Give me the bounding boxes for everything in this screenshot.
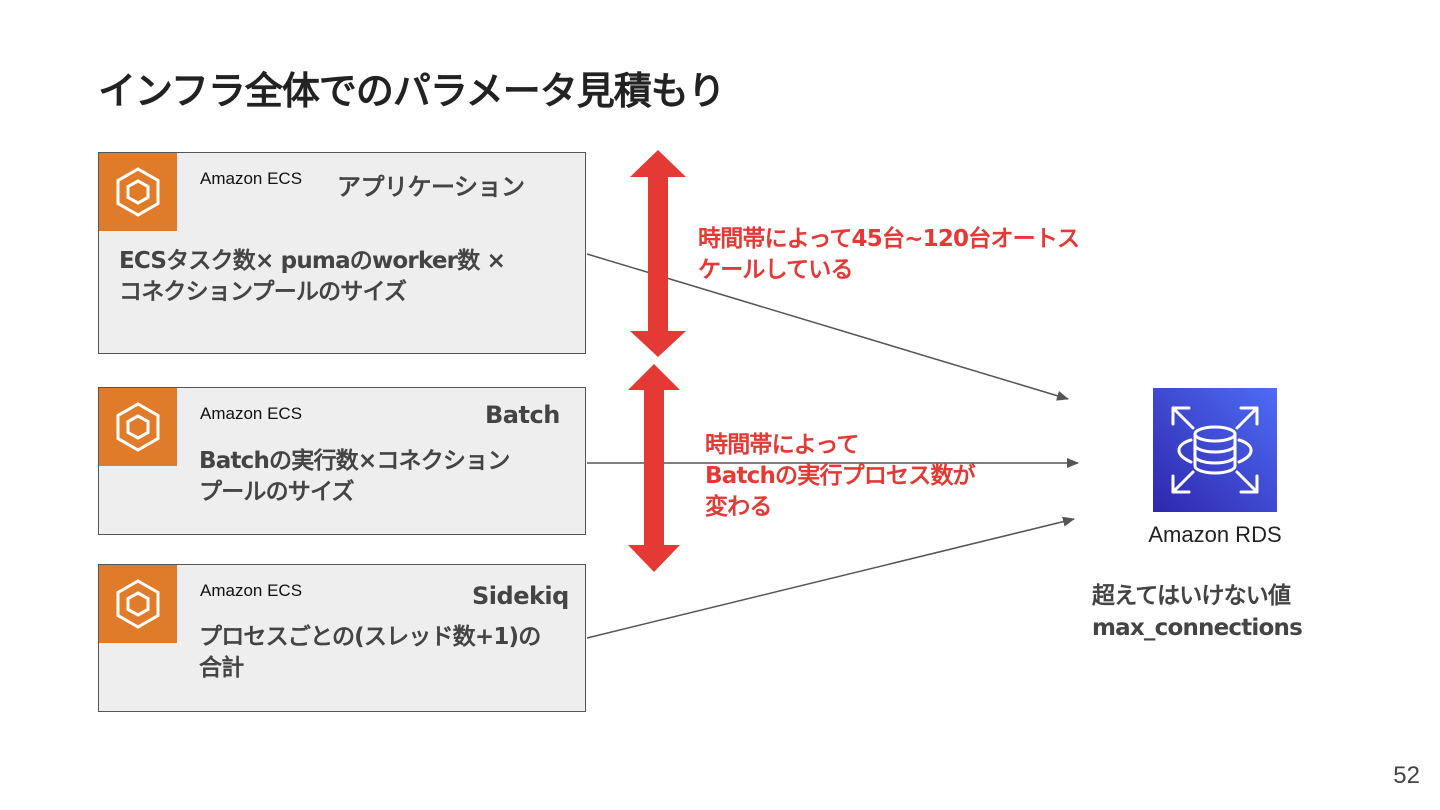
note-line: Batchの実行プロセス数が — [705, 463, 976, 489]
ecs-icon — [99, 388, 177, 466]
description-line: Batchの実行数×コネクション — [199, 448, 510, 474]
autoscale-note: 時間帯によって45台~120台オートス ケールしている — [698, 224, 1080, 286]
service-box-batch: Amazon ECS Batch Batchの実行数×コネクション プールのサイ… — [98, 387, 586, 535]
box-description: プロセスごとの(スレッド数+1)の 合計 — [199, 622, 541, 684]
description-line: ECSタスク数× pumaのworker数 × — [119, 248, 506, 274]
page-number: 52 — [1393, 762, 1420, 789]
rds-icon — [1153, 388, 1277, 512]
double-arrow-batch — [628, 364, 680, 572]
slide-title: インフラ全体でのパラメータ見積もり — [98, 69, 726, 113]
note-line: 変わる — [705, 494, 772, 520]
description-line: プールのサイズ — [199, 479, 355, 505]
ecs-icon — [99, 565, 177, 643]
box-description: Batchの実行数×コネクション プールのサイズ — [199, 446, 510, 508]
service-label: Amazon ECS — [200, 581, 303, 600]
limit-line: max_connections — [1092, 615, 1303, 641]
double-arrow-app — [630, 150, 686, 357]
note-line: 時間帯によって — [705, 432, 859, 458]
box-description: ECSタスク数× pumaのworker数 × コネクションプールのサイズ — [119, 246, 506, 308]
description-line: 合計 — [199, 655, 244, 681]
service-label: Amazon ECS — [200, 404, 303, 423]
description-line: プロセスごとの(スレッド数+1)の — [199, 624, 541, 650]
ecs-icon — [99, 153, 177, 231]
rds-label: Amazon RDS — [1148, 522, 1282, 547]
note-line: 時間帯によって45台~120台オートス — [698, 226, 1080, 252]
service-label: Amazon ECS — [200, 169, 303, 188]
connection-limit: 超えてはいけない値 max_connections — [1092, 580, 1303, 644]
role-label: Sidekiq — [472, 582, 569, 610]
role-label: アプリケーション — [337, 173, 525, 201]
limit-line: 超えてはいけない値 — [1092, 583, 1291, 609]
description-line: コネクションプールのサイズ — [119, 279, 407, 305]
service-box-application: Amazon ECS アプリケーション ECSタスク数× pumaのworker… — [98, 152, 586, 354]
service-box-sidekiq: Amazon ECS Sidekiq プロセスごとの(スレッド数+1)の 合計 — [98, 564, 586, 712]
role-label: Batch — [485, 401, 560, 429]
note-line: ケールしている — [698, 257, 854, 283]
batch-process-note: 時間帯によって Batchの実行プロセス数が 変わる — [705, 430, 976, 523]
connector-sidekiq-to-rds — [586, 516, 1075, 639]
